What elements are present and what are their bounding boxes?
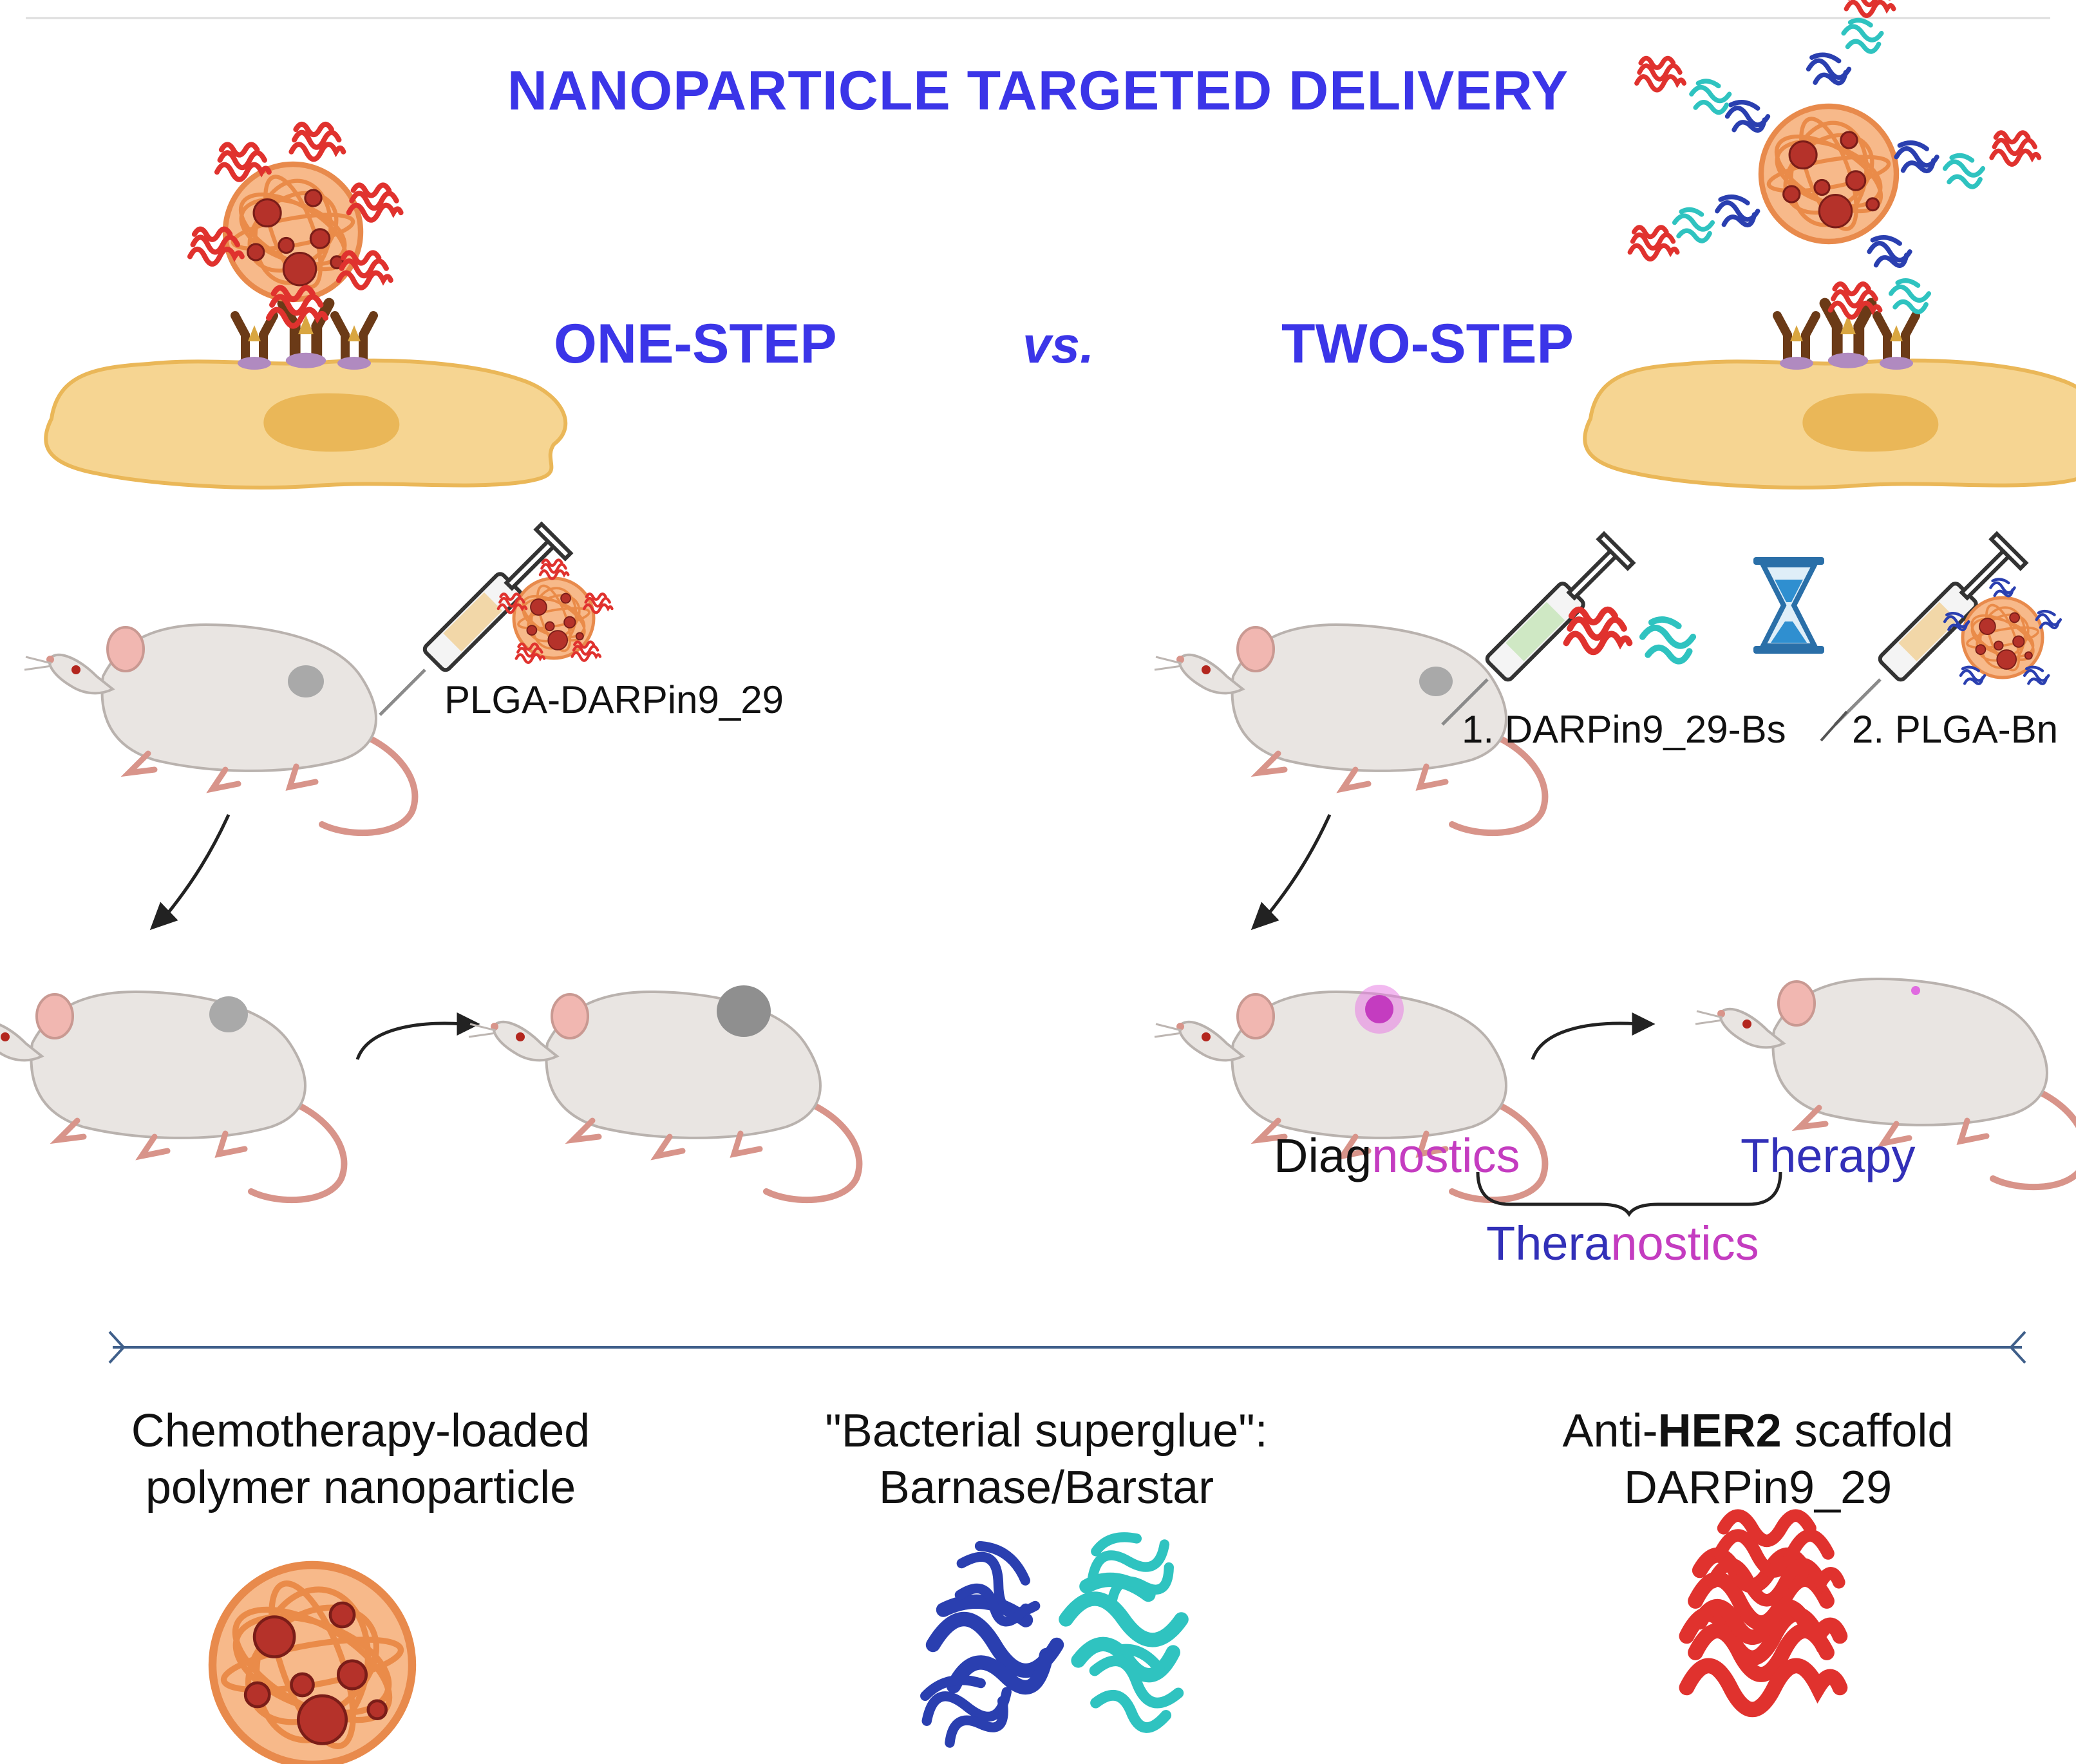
arrow-down-right <box>1250 813 1332 931</box>
diagnostics-label: Diagnostics <box>1274 1128 1520 1183</box>
legend-darpin-graphic <box>1686 1515 1840 1709</box>
arrow-down-left <box>149 813 231 931</box>
two-step-nanoparticle <box>1630 0 2039 312</box>
one-step-heading: ONE-STEP <box>554 313 837 375</box>
legend-barnase-barstar-graphic <box>916 1520 1185 1749</box>
theranostics-part1: Thera <box>1486 1217 1611 1270</box>
step-separator <box>1820 710 1848 742</box>
hourglass-icon <box>1753 557 1824 654</box>
legend-darpin-suffix: scaffold <box>1781 1405 1954 1457</box>
step1-label: 1. DARPin9_29-Bs <box>1462 708 1786 751</box>
page-title: NANOPARTICLE TARGETED DELIVERY <box>507 60 1569 122</box>
one-step-nanoparticle <box>190 124 401 326</box>
legend-darpin-prefix: Anti- <box>1562 1405 1658 1457</box>
theranostics-brace <box>1476 1171 1782 1217</box>
theranostics-label: Theranostics <box>1486 1216 1759 1271</box>
arrow-right-left <box>355 1012 480 1060</box>
legend-superglue-caption: "Bacterial superglue": Barnase/Barstar <box>757 1403 1336 1516</box>
legend-darpin-line1: Anti-HER2 scaffold <box>1487 1403 2028 1459</box>
legend-nanoparticle-line1: Chemotherapy-loaded <box>131 1405 590 1457</box>
mouse-therapy <box>1695 979 2076 1187</box>
vs-label: vs. <box>1023 316 1095 374</box>
two-step-mouse <box>1155 625 1545 833</box>
diagnostics-part1: Diag <box>1274 1129 1372 1182</box>
one-step-mouse <box>24 625 415 833</box>
legend-nanoparticle-line2: polymer nanoparticle <box>145 1462 576 1513</box>
two-step-cell <box>1585 284 2076 488</box>
step2-label: 2. PLGA-Bn <box>1852 708 2059 751</box>
mouse-large-tumor <box>469 985 859 1200</box>
legend-nanoparticle-caption: Chemotherapy-loaded polymer nanoparticle <box>90 1403 631 1516</box>
legend-darpin-her2: HER2 <box>1657 1405 1782 1457</box>
mouse-diagnostics <box>1155 985 1545 1200</box>
legend-darpin-caption: Anti-HER2 scaffold DARPin9_29 <box>1487 1403 2028 1516</box>
legend-superglue-line1: "Bacterial superglue": <box>825 1405 1268 1457</box>
legend-darpin-line2: DARPin9_29 <box>1623 1462 1892 1513</box>
arrow-right-right <box>1531 1012 1656 1060</box>
two-step-heading: TWO-STEP <box>1281 313 1574 375</box>
diagnostics-part2: nostics <box>1372 1129 1520 1182</box>
one-step-cell <box>46 303 565 488</box>
divider <box>108 1331 2026 1364</box>
legend-nanoparticle-graphic <box>212 1565 412 1764</box>
injection-label-one-step: PLGA-DARPin9_29 <box>444 678 784 721</box>
step1-conjugate <box>1566 610 1693 661</box>
therapy-label: Therapy <box>1741 1129 1916 1182</box>
step1-syringe <box>1441 531 1636 726</box>
legend-superglue-line2: Barnase/Barstar <box>878 1462 1214 1513</box>
mouse-small-tumor <box>0 992 344 1200</box>
theranostics-part2: nostics <box>1610 1217 1759 1270</box>
